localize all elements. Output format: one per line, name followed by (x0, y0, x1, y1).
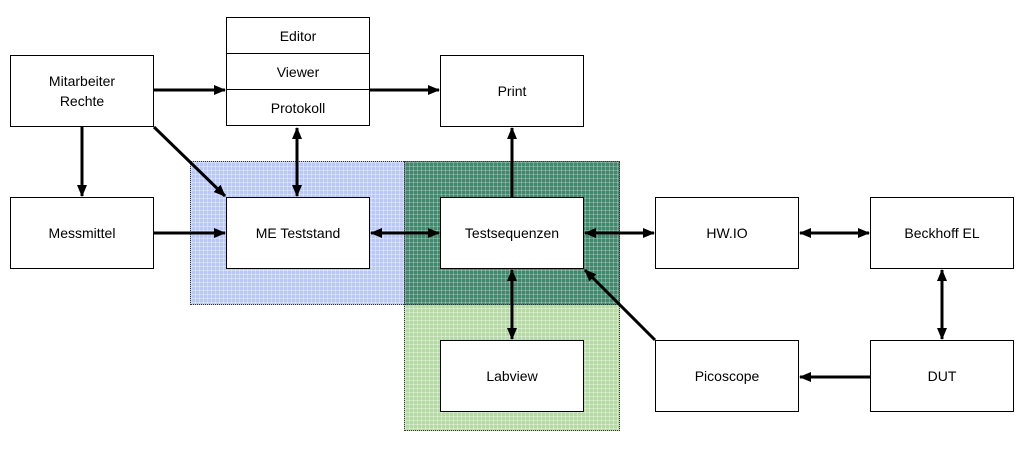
beckhoff-el-label: Beckhoff EL (904, 225, 980, 241)
dut-box: DUT (870, 340, 1014, 412)
testsequenzen-box: Testsequenzen (440, 197, 584, 269)
messmittel-box: Messmittel (10, 197, 154, 269)
edge-picoscope-to-testsequenzen (583, 268, 657, 342)
hwio-label: HW.IO (706, 225, 748, 241)
picoscope-label: Picoscope (694, 368, 760, 384)
mitarbeiter-rechte-box: Mitarbeiter Rechte (10, 55, 154, 127)
hwio-box: HW.IO (655, 197, 799, 269)
protokoll-label: Protokoll (270, 100, 326, 116)
viewer-row: Viewer (227, 54, 369, 90)
me-teststand-label: ME Teststand (255, 225, 341, 241)
dut-label: DUT (927, 368, 957, 384)
editor-label: Editor (279, 27, 317, 44)
editor-row: Editor (227, 18, 369, 54)
viewer-label: Viewer (276, 63, 320, 80)
editor-viewer-protokoll-stack: Editor Viewer Protokoll (226, 17, 370, 126)
labview-label: Labview (486, 368, 538, 384)
testsequenzen-label: Testsequenzen (464, 225, 560, 241)
picoscope-box: Picoscope (655, 340, 799, 412)
labview-box: Labview (440, 340, 584, 412)
beckhoff-el-box: Beckhoff EL (870, 197, 1014, 269)
print-box: Print (440, 55, 584, 127)
mitarbeiter-rechte-label: Mitarbeiter Rechte (48, 73, 116, 109)
messmittel-label: Messmittel (48, 225, 116, 241)
me-teststand-box: ME Teststand (226, 197, 370, 269)
print-label: Print (497, 83, 527, 99)
protokoll-row: Protokoll (227, 90, 369, 126)
edge-mitarbeiter-to-me-teststand (152, 125, 227, 198)
